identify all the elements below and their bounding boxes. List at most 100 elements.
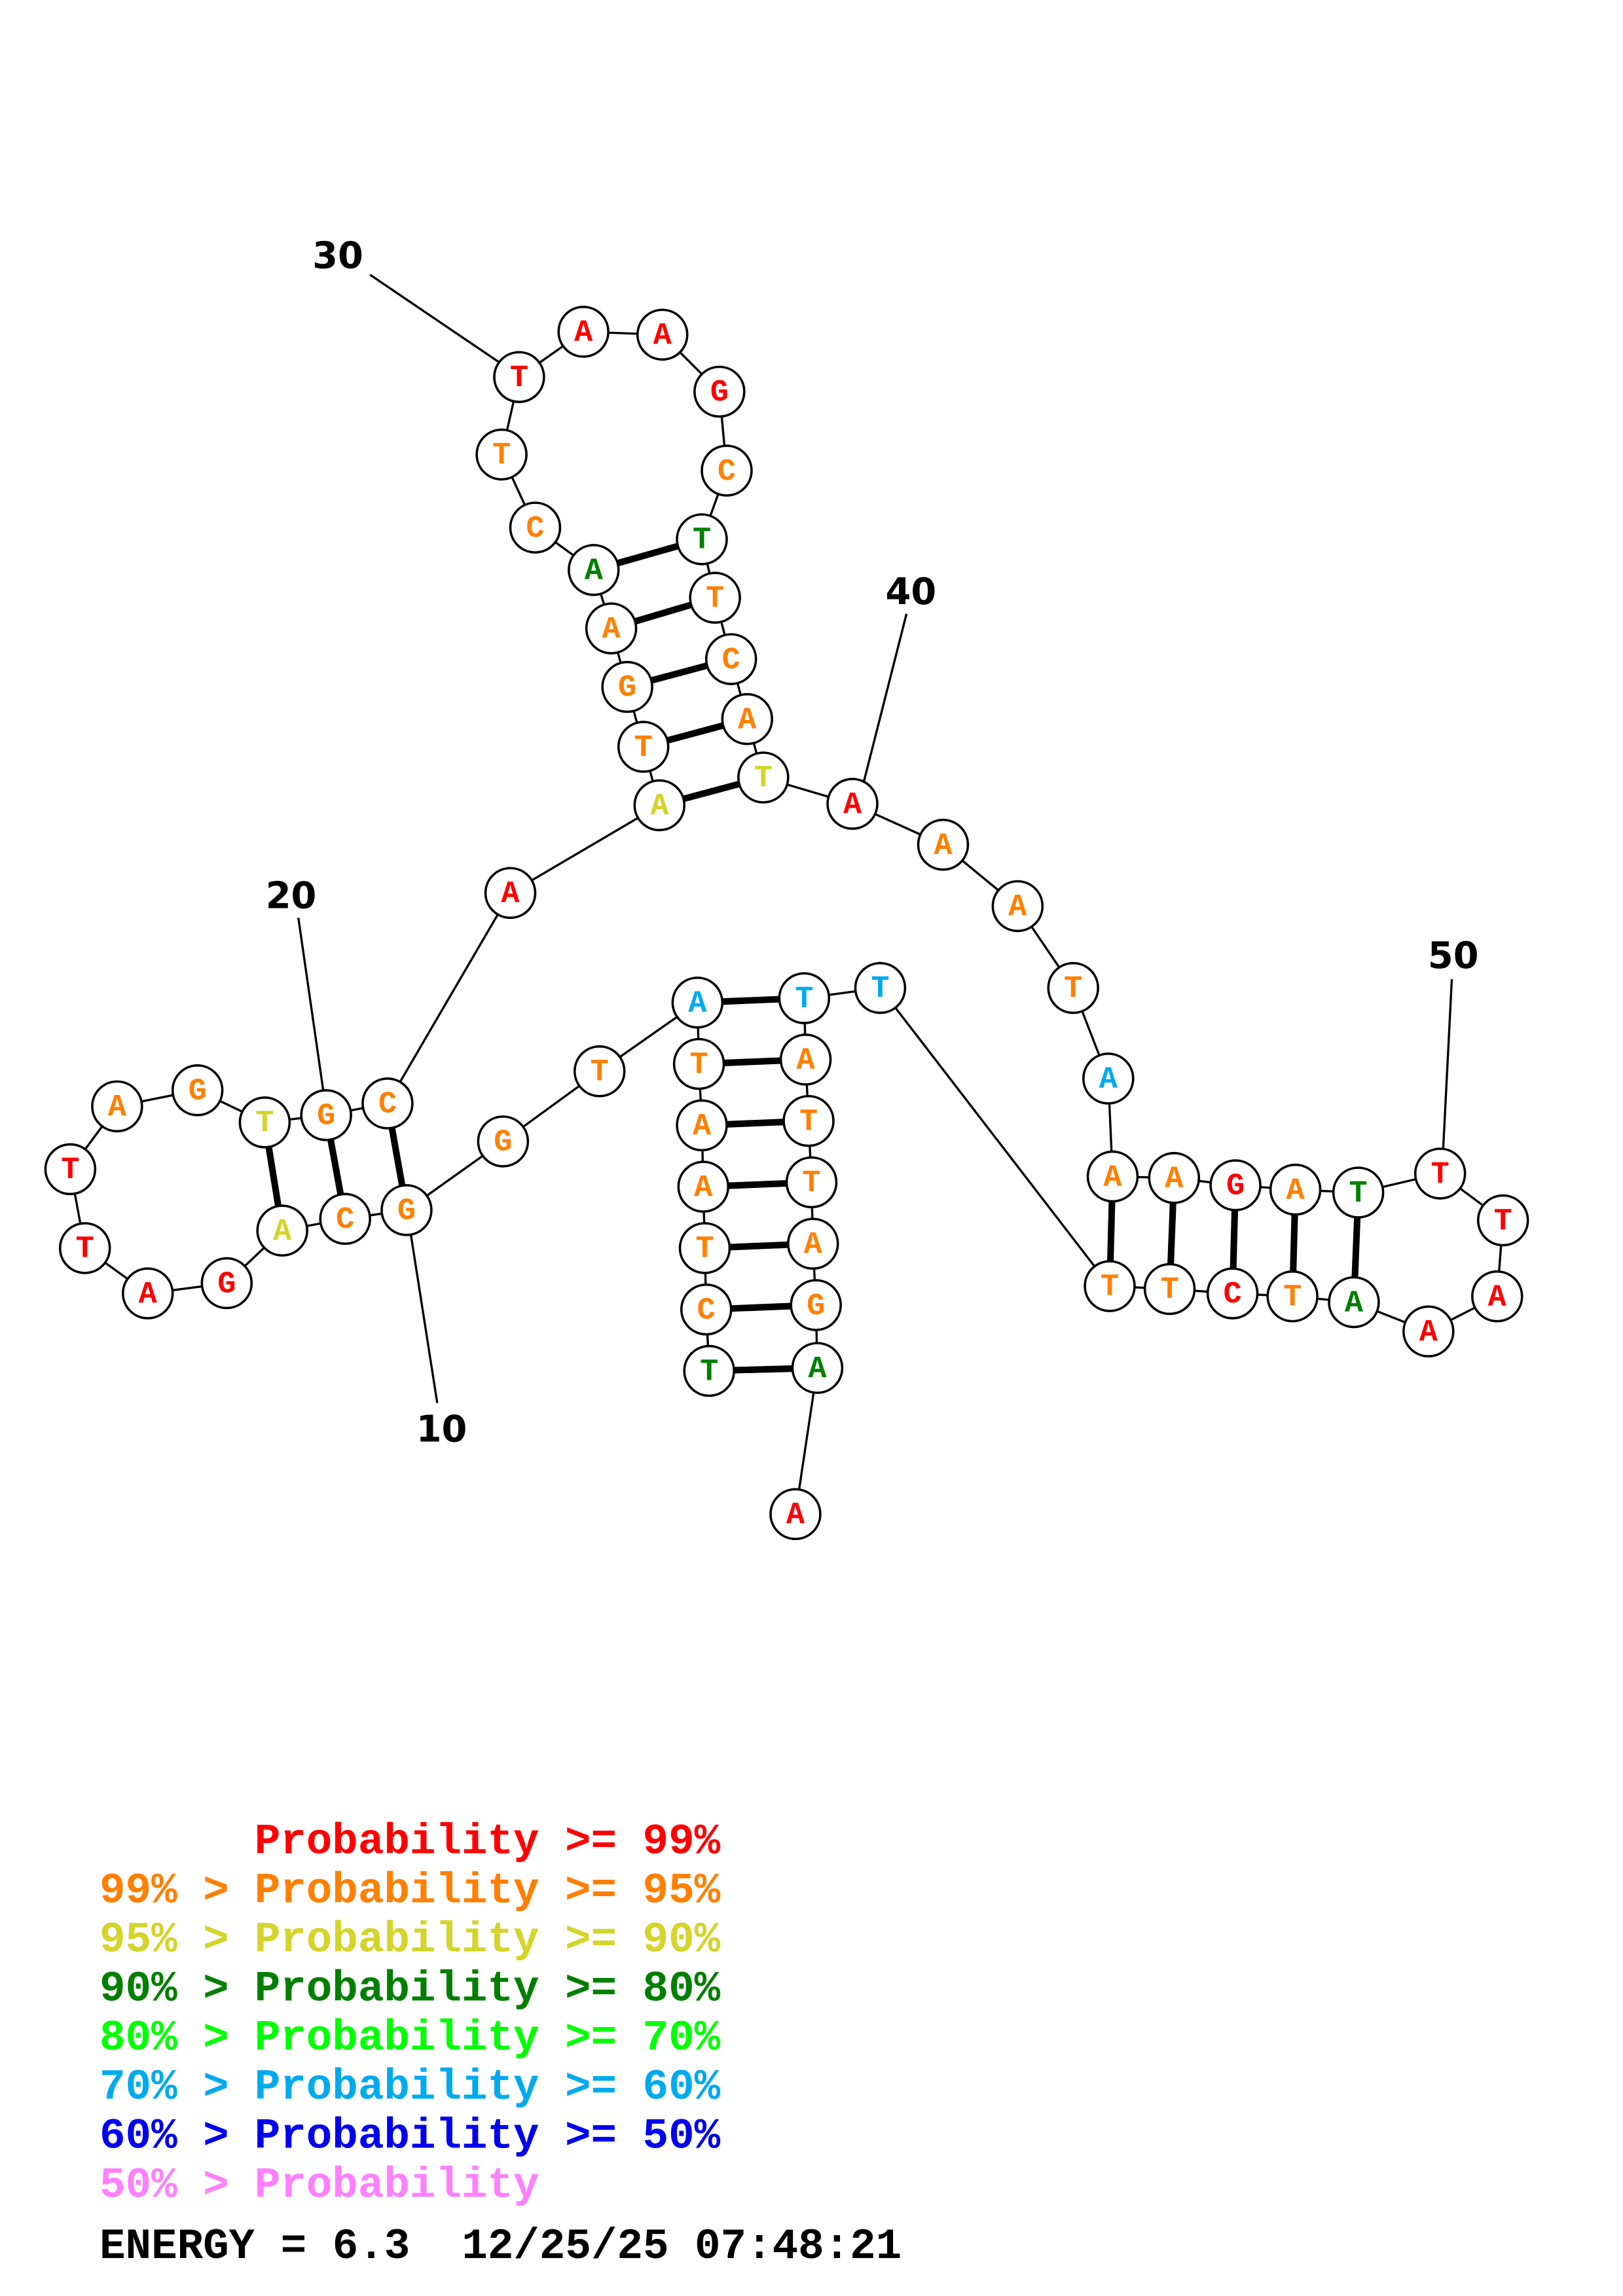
nucleotide-47: G bbox=[1209, 1159, 1262, 1211]
nucleotide-circle bbox=[737, 751, 790, 804]
nucleotide-base: A bbox=[738, 703, 757, 738]
nucleotide-base: T bbox=[510, 361, 528, 396]
nucleotide-base: T bbox=[1494, 1204, 1512, 1239]
position-label-20: 20 bbox=[266, 874, 317, 917]
nucleotide-base: T bbox=[76, 1232, 94, 1267]
nucleotide-base: A bbox=[843, 788, 862, 823]
nucleotide-base: T bbox=[1064, 972, 1082, 1007]
backbone-segment bbox=[879, 987, 1111, 1287]
nucleotide-base: A bbox=[653, 319, 672, 353]
nucleotide-32: A bbox=[636, 308, 689, 361]
nucleotide-base: A bbox=[1099, 1063, 1118, 1098]
backbone bbox=[69, 331, 1504, 1515]
nucleotide-14: A bbox=[121, 1267, 174, 1319]
position-label-10: 10 bbox=[416, 1408, 467, 1450]
nucleotide-circle bbox=[785, 1156, 838, 1209]
nucleotide-52: A bbox=[1471, 1270, 1523, 1323]
nucleotide-base: A bbox=[108, 1090, 127, 1125]
nucleotide-40: A bbox=[826, 778, 879, 830]
nucleotide-circle bbox=[1269, 1163, 1322, 1216]
nucleotide-17: A bbox=[91, 1080, 143, 1133]
nucleotide-base: C bbox=[1224, 1278, 1242, 1312]
nucleotide-circle bbox=[676, 1099, 728, 1152]
nucleotide-28: C bbox=[509, 501, 562, 554]
nucleotide-34: C bbox=[701, 444, 753, 497]
position-label-40: 40 bbox=[886, 571, 937, 613]
nucleotide-circle bbox=[790, 1279, 842, 1331]
nucleotide-circle bbox=[704, 633, 757, 685]
nucleotide-36: T bbox=[689, 571, 741, 624]
nucleotide-circle bbox=[701, 444, 753, 497]
nucleotide-base: G bbox=[189, 1075, 207, 1109]
nucleotide-circle bbox=[256, 1204, 308, 1257]
nucleotide-60: T bbox=[778, 972, 831, 1024]
nucleotide-5: A bbox=[676, 1099, 728, 1152]
nucleotide-9: G bbox=[477, 1115, 530, 1168]
nucleotide-base: C bbox=[697, 1293, 716, 1328]
nucleotide-base: A bbox=[139, 1278, 158, 1312]
nucleotide-circle bbox=[1084, 1260, 1136, 1312]
nucleotide-base: A bbox=[501, 877, 520, 912]
nucleotide-circle bbox=[1082, 1052, 1135, 1105]
nucleotide-circle bbox=[585, 602, 638, 655]
nucleotide-circle bbox=[636, 308, 689, 361]
nucleotide-circle bbox=[633, 779, 686, 832]
nucleotide-base: A bbox=[602, 613, 621, 647]
nucleotide-29: T bbox=[475, 428, 528, 481]
nucleotide-44: A bbox=[1082, 1052, 1135, 1105]
nucleotide-circle bbox=[1471, 1270, 1523, 1323]
nucleotide-circle bbox=[1402, 1305, 1455, 1357]
nucleotide-circle bbox=[493, 351, 545, 403]
nucleotide-base: T bbox=[1349, 1177, 1368, 1211]
nucleotide-base: A bbox=[650, 789, 669, 824]
nucleotide-base: A bbox=[808, 1352, 827, 1387]
probability-legend: Probability >= 99%99% > Probability >= 9… bbox=[100, 1817, 721, 2210]
nucleotide-65: G bbox=[790, 1279, 842, 1331]
nucleotide-circle bbox=[854, 961, 907, 1014]
nucleotide-circle bbox=[721, 692, 773, 745]
nucleotide-base: A bbox=[585, 554, 604, 589]
nucleotide-circle bbox=[380, 1184, 433, 1236]
nucleotide-15: T bbox=[58, 1222, 111, 1274]
nucleotide-base: G bbox=[1226, 1170, 1245, 1204]
nucleotide-base: A bbox=[694, 1171, 713, 1206]
nucleotide-circle bbox=[1328, 1276, 1380, 1329]
nucleotide-circle bbox=[300, 1089, 352, 1141]
nucleotide-base: G bbox=[217, 1267, 236, 1302]
legend-entry: Probability >= 99% bbox=[255, 1817, 721, 1866]
nucleotide-67: A bbox=[769, 1488, 822, 1541]
nucleotide-21: C bbox=[361, 1077, 414, 1130]
nucleotide-base: A bbox=[688, 987, 707, 1022]
legend-entry: Probability >= 90% bbox=[255, 1915, 721, 1964]
nucleotide-11: C bbox=[319, 1193, 371, 1246]
nucleotide-base: A bbox=[934, 829, 953, 863]
nucleotide-circle bbox=[475, 428, 528, 481]
nucleotide-base: T bbox=[61, 1153, 79, 1188]
nucleotide-circle bbox=[568, 544, 620, 596]
nucleotide-circle bbox=[676, 513, 728, 565]
nucleotide-base: G bbox=[807, 1289, 825, 1324]
nucleotide-base: T bbox=[255, 1107, 274, 1141]
legend-prefix: 50% > bbox=[100, 2161, 255, 2210]
nucleotide-base: A bbox=[1345, 1286, 1364, 1321]
nucleotide-base: A bbox=[1488, 1280, 1507, 1315]
nucleotide-base: T bbox=[1283, 1280, 1302, 1315]
label-leader-line bbox=[369, 274, 503, 365]
nucleotide-circle bbox=[601, 660, 653, 713]
nucleotide-12: A bbox=[256, 1204, 308, 1257]
nucleotide-18: G bbox=[171, 1064, 224, 1117]
legend-entry: Probability >= 80% bbox=[255, 1964, 721, 2013]
nucleotide-circle bbox=[557, 306, 610, 358]
nucleotide-66: A bbox=[791, 1342, 844, 1394]
nucleotide-20: G bbox=[300, 1089, 352, 1141]
nucleotide-3: T bbox=[678, 1222, 731, 1274]
nucleotide-4: A bbox=[677, 1160, 730, 1213]
nucleotide-base: C bbox=[722, 643, 740, 678]
nucleotide-base: T bbox=[1101, 1270, 1119, 1305]
nucleotide-base: T bbox=[700, 1355, 718, 1390]
legend-prefix: 70% > bbox=[100, 2063, 255, 2112]
nucleotide-circle bbox=[1266, 1270, 1319, 1323]
nucleotide-circle bbox=[689, 571, 741, 624]
nucleotide-circle bbox=[44, 1143, 97, 1196]
